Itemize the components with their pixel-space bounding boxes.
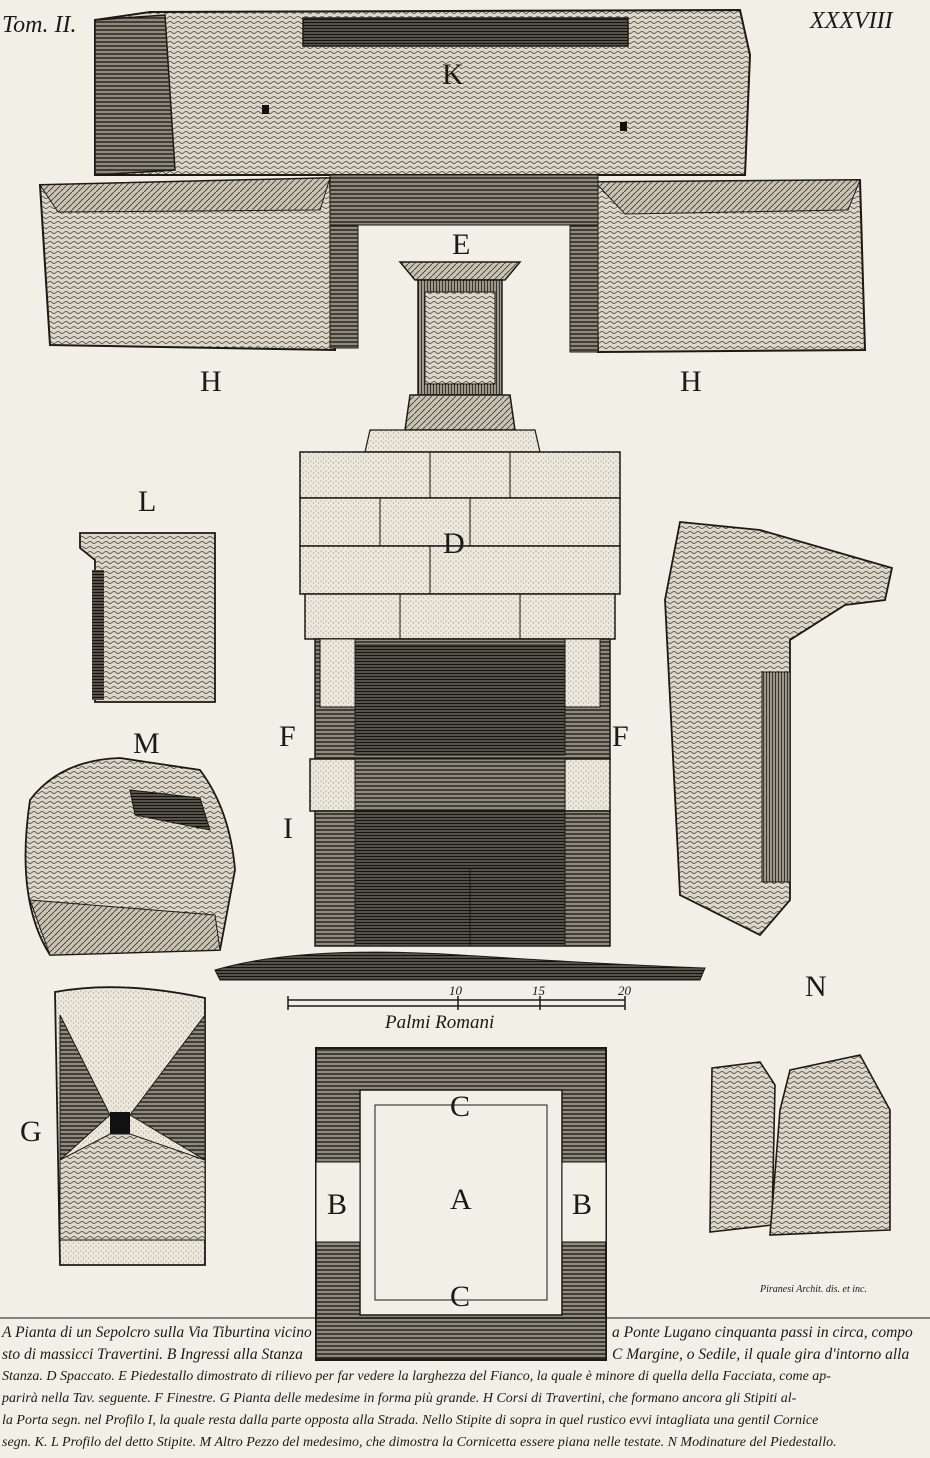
caption-line-5: la Porta segn. nel Profilo I, la quale r… bbox=[2, 1413, 819, 1428]
plan-abc-drawing bbox=[315, 1047, 607, 1361]
caption-line-2-left: sto di massicci Travertini. B Ingressi a… bbox=[2, 1346, 303, 1363]
scale-bar-drawing bbox=[287, 996, 626, 1010]
fragment-m-drawing bbox=[24, 757, 236, 956]
scale-label: Palmi Romani bbox=[385, 1012, 495, 1033]
fragment-n-lower-drawing bbox=[709, 1054, 891, 1236]
caption-line-1-left: A Pianta di un Sepolcro sulla Via Tiburt… bbox=[2, 1324, 312, 1341]
fragment-n-upper-drawing bbox=[664, 521, 894, 937]
pedestal-e-drawing bbox=[398, 261, 522, 431]
scale-tick-10: 10 bbox=[449, 983, 462, 998]
plan-base bbox=[315, 1317, 607, 1359]
tome-label: Tom. II. bbox=[2, 12, 77, 38]
label-k: K bbox=[442, 58, 464, 91]
scale-tick-15: 15 bbox=[532, 983, 545, 998]
label-c-bottom: C bbox=[450, 1280, 471, 1313]
plate-number: XXXVIII bbox=[810, 8, 893, 34]
label-a: A bbox=[450, 1183, 472, 1216]
label-h-right: H bbox=[680, 365, 702, 398]
label-f-left: F bbox=[279, 720, 296, 753]
caption-line-3: Stanza. D Spaccato. E Piedestallo dimost… bbox=[2, 1369, 831, 1384]
label-c-top: C bbox=[450, 1090, 471, 1123]
label-b-right: B bbox=[572, 1188, 593, 1221]
label-h-left: H bbox=[200, 365, 222, 398]
label-g: G bbox=[20, 1115, 42, 1148]
block-k-drawing bbox=[94, 8, 752, 176]
window-g-drawing bbox=[54, 986, 206, 1266]
profile-l-drawing bbox=[79, 532, 216, 703]
scale-tick-20: 20 bbox=[618, 983, 631, 998]
label-n: N bbox=[805, 970, 827, 1003]
caption-line-1-right: a Ponte Lugano cinquanta passi in circa,… bbox=[612, 1324, 913, 1341]
label-f-right: F bbox=[612, 720, 629, 753]
caption-line-2-right: C Margine, o Sedile, il quale gira d'int… bbox=[612, 1346, 910, 1363]
label-e: E bbox=[452, 228, 471, 261]
label-d: D bbox=[443, 527, 465, 560]
label-b-left: B bbox=[327, 1188, 348, 1221]
label-i: I bbox=[283, 812, 293, 845]
label-m: M bbox=[133, 727, 160, 760]
label-l: L bbox=[138, 485, 157, 518]
caption-line-4: parirà nella Tav. seguente. F Finestre. … bbox=[2, 1391, 797, 1406]
signature: Piranesi Archit. dis. et inc. bbox=[760, 1284, 867, 1295]
caption-line-6: segn. K. L Profilo del detto Stipite. M … bbox=[2, 1435, 837, 1450]
tomb-d-drawing bbox=[214, 429, 706, 981]
block-h-right-drawing bbox=[569, 178, 867, 354]
block-h-left-drawing bbox=[38, 176, 359, 352]
